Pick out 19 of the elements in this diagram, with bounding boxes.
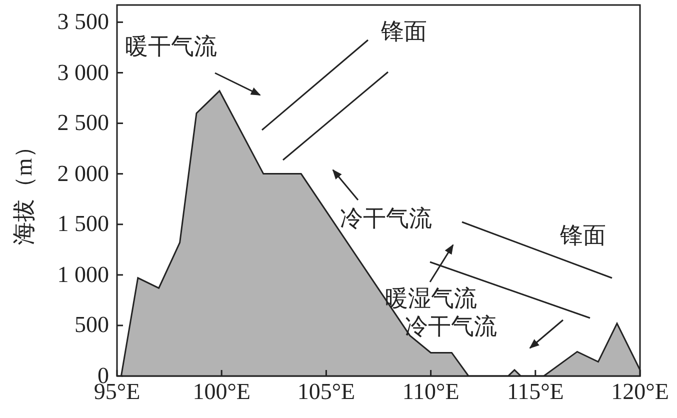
y-tick-label: 3 000 bbox=[57, 60, 109, 84]
annotation-text: 冷干气流 bbox=[405, 315, 497, 338]
y-tick-label: 2 500 bbox=[57, 111, 109, 134]
y-tick-label: 2 000 bbox=[57, 162, 109, 185]
annotation-text: 锋面 bbox=[381, 20, 427, 43]
x-tick-label: 100°E bbox=[192, 380, 250, 403]
y-tick-label: 1 500 bbox=[57, 212, 109, 236]
y-tick-label: 3 500 bbox=[57, 10, 109, 34]
x-tick-label: 105°E bbox=[297, 380, 356, 403]
annotation-text: 暖湿气流 bbox=[385, 287, 477, 310]
y-tick-label: 500 bbox=[74, 313, 109, 336]
annotation-text: 冷干气流 bbox=[340, 207, 432, 230]
annotation-text: 锋面 bbox=[560, 224, 606, 247]
y-tick-label: 1 000 bbox=[57, 262, 109, 286]
x-tick-label: 115°E bbox=[506, 380, 564, 403]
axis-title: 海拔（m） bbox=[12, 135, 36, 245]
annotation-text: 暖干气流 bbox=[125, 35, 217, 58]
x-tick-label: 120°E bbox=[611, 380, 669, 403]
x-tick-label: 110°E bbox=[402, 380, 460, 403]
